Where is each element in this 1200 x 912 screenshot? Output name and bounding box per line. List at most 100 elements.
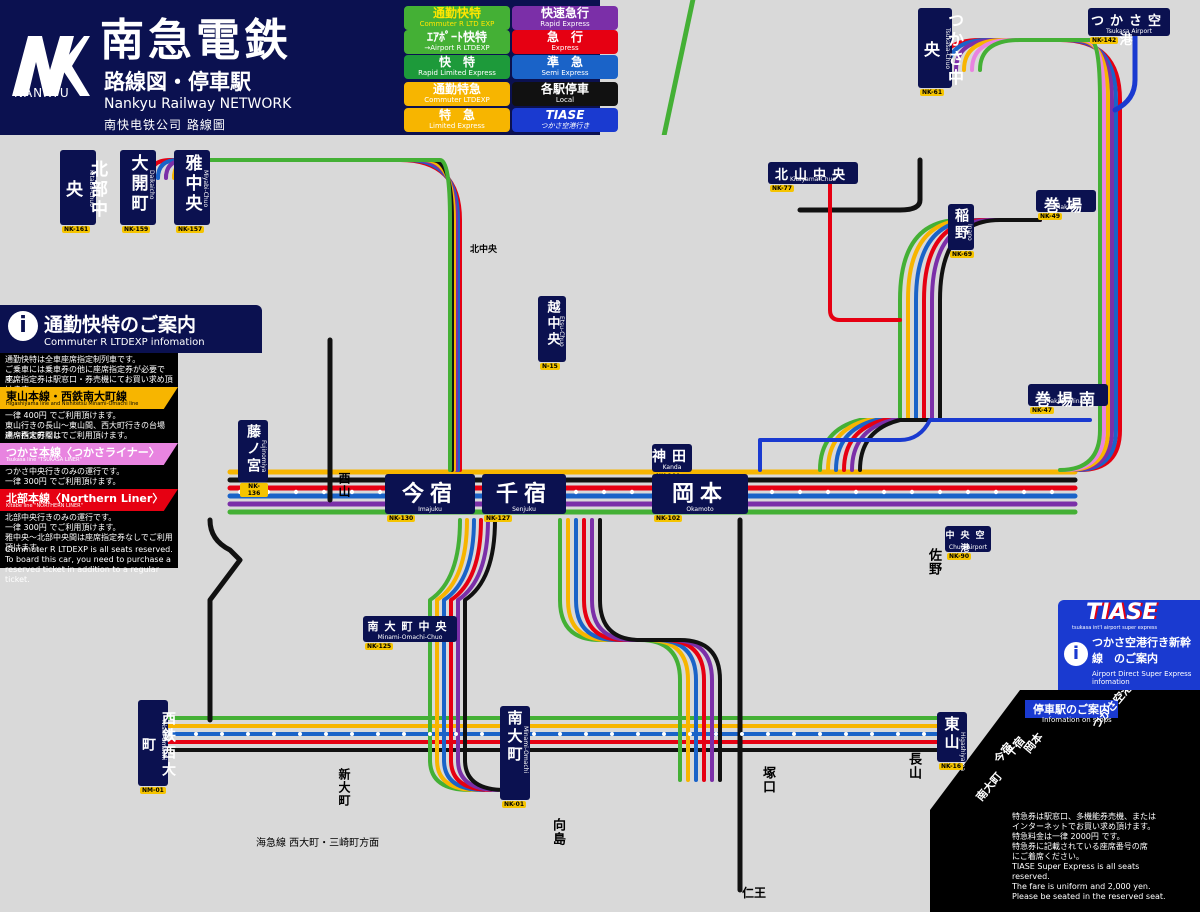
station-name-en: Senjuku <box>512 506 536 513</box>
station-code: NK-161 <box>62 226 91 233</box>
commuter-section-en: Tsukasa line "TSUKASA LINER" <box>6 457 82 463</box>
route-line <box>207 517 243 723</box>
station-dot <box>993 489 999 495</box>
station-name-en: Makiba <box>1055 204 1077 211</box>
station-name: 岡本 <box>671 482 728 507</box>
tiase-note-line: インターネットでお買い求め頂けます。 <box>1012 822 1156 831</box>
station-name: 南大町中央 <box>367 620 453 633</box>
station-kita-chuo[interactable]: 北中央 <box>470 245 498 255</box>
station-name-en: Daikaicho <box>148 170 155 200</box>
legend-label-en: Commuter LTDEXP <box>424 96 490 104</box>
commuter-section-title: つかさ本線〈つかさライナー〉 <box>6 446 160 459</box>
station-dot <box>825 489 831 495</box>
legend-label-en: →Airport R LTDEXP <box>424 44 490 52</box>
station-nagayama[interactable]: 長山 <box>906 752 921 780</box>
station-dot <box>629 489 635 495</box>
page-subtitle-en: Nankyu Railway NETWORK <box>104 96 292 112</box>
station-dot <box>298 732 302 736</box>
station-dot <box>428 732 432 736</box>
route-line <box>978 38 1102 472</box>
route-line <box>428 518 472 792</box>
bottom-note: 海急線 西大町・三崎町方面 <box>256 838 380 849</box>
station-code: NK-130 <box>387 515 416 522</box>
station-code: NK-69 <box>950 251 974 258</box>
station-name: 今宿 <box>401 482 458 507</box>
tiase-stops-title: 停車駅のご案内 <box>1025 700 1118 718</box>
station-dot <box>321 489 327 495</box>
station-dot <box>601 489 607 495</box>
tiase-info-icon: i <box>1064 642 1088 666</box>
commuter-english-line: Commuter R LTDEXP is all seats reserved. <box>5 545 173 554</box>
station-name-en: Miyabi-Chuo <box>202 170 209 208</box>
station-code: NK-127 <box>484 515 513 522</box>
station-tsukaguchi[interactable]: 塚口 <box>760 766 775 794</box>
tiase-title-1: つかさ空港行き新幹線 <box>1092 636 1191 665</box>
station-name-en: Kanda <box>662 464 682 471</box>
station-dot <box>573 489 579 495</box>
station-mukaijima[interactable]: 向島 <box>550 818 565 846</box>
station-dot <box>965 489 971 495</box>
route-line <box>463 518 507 792</box>
station-dot <box>558 732 562 736</box>
tiase-title-2: のご案内 <box>1114 652 1158 665</box>
route-line <box>858 218 1042 472</box>
legend-label: ｴｱﾎﾟｰﾄ快特 <box>426 30 487 44</box>
station-name-en: Makiba-Minami <box>1045 398 1091 405</box>
station-dot <box>350 732 354 736</box>
station-name: 北山中央 <box>774 168 851 183</box>
station-sano[interactable]: 佐野 <box>926 548 941 576</box>
legend-label: 快速急行 <box>540 6 589 20</box>
commuter-info-header: i 通勤快特のご案内 Commuter R LTDEXP infomation <box>0 305 262 353</box>
station-nioh[interactable]: 仁王 <box>742 886 767 900</box>
commuter-english-line: To board this car, you need to purchase … <box>5 555 171 564</box>
commuter-section-line: つかさ中央行きのみの運行です。 <box>5 467 125 476</box>
commuter-info-body: 通勤快特は全車座席指定制列車です。ご乗車には乗車券の他に座席指定券が必要です。座… <box>0 353 178 584</box>
route-line <box>797 157 923 213</box>
commuter-section-header: 北部本線〈Northern Liner〉Kitabe line "NORTHER… <box>0 489 178 511</box>
station-name: 越中央 <box>544 300 560 348</box>
station-name-en: Okamoto <box>686 506 714 513</box>
station-code: NM-01 <box>140 787 166 794</box>
legend-label: 通勤特急 <box>432 82 481 96</box>
station-name-en: Tsukasa-Chuo <box>944 28 951 70</box>
station-dot <box>377 489 383 495</box>
station-dot <box>376 732 380 736</box>
station-dot <box>714 732 718 736</box>
station-kanda[interactable]: 神田KandaNK-100 <box>652 444 692 480</box>
commuter-section-en: Kitabe line "NORTHERN LINER" <box>6 503 83 509</box>
tiase-stops-en: Infomation on stops <box>1042 716 1112 724</box>
station-name: 稲野 <box>953 208 969 242</box>
tiase-note-line: 特急券は駅窓口、多機能券売機、または <box>1012 812 1156 821</box>
station-shin-omachi[interactable]: 新大町 <box>337 768 351 807</box>
commuter-section-title: 北部本線〈Northern Liner〉 <box>6 492 164 505</box>
station-name-en: Minami-Omachi-Chuo <box>377 634 443 641</box>
station-nishiyama[interactable]: 西山 <box>337 472 351 498</box>
tiase-logo: TIASE <box>1086 600 1158 625</box>
route-line <box>826 218 1042 472</box>
station-dot <box>610 732 614 736</box>
station-dot <box>922 732 926 736</box>
